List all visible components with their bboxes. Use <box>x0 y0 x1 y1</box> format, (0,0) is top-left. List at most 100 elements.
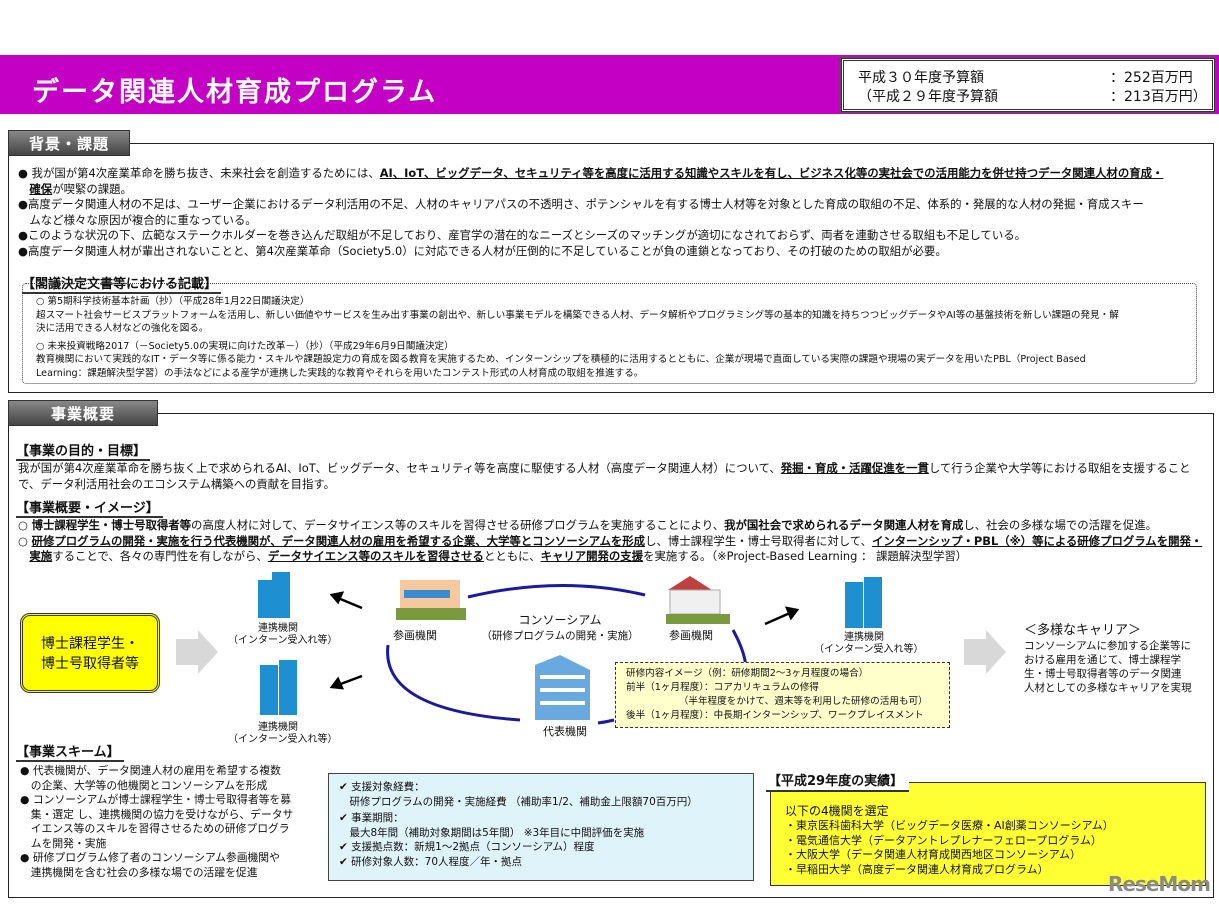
support-line: ✔ 支援拠点数：新規1～2拠点（コンソーシアム）程度 <box>339 841 595 853</box>
bullet-line: ●高度データ関連人材の不足は、ユーザー企業におけるデータ利活用の不足、人材のキャ… <box>18 197 1163 213</box>
budget-value: ：213百万円） <box>1110 89 1207 105</box>
cabinet-line: Learning：課題解決型学習）の手法などによる産学が連携した実践的な教育やそ… <box>36 367 644 379</box>
result-item: ・大阪大学（データ関連人材育成関西地区コンソーシアム） <box>785 848 1082 861</box>
partner-label: 連携機関（インターン受入れ等） <box>814 632 924 655</box>
bullet-line: ●このような状況の下、広範なステークホルダーを巻き込んだ取組が不足しており、産官… <box>18 228 1163 244</box>
result-item: ・東京医科歯科大学（ビッグデータ医療・AI創薬コンソーシアム） <box>785 819 1114 832</box>
background-bullets: ● 我が国が第4次産業革命を勝ち抜き、未来社会を創造するためには、AI、IoT、… <box>18 166 1163 259</box>
support-line: ✔ 事業期間： <box>339 812 404 824</box>
scheme-heading: 【事業スキーム】 <box>16 741 124 762</box>
text-segment: ●高度データ関連人材の不足は、ユーザー企業におけるデータ利活用の不足、人材のキャ… <box>18 197 1144 211</box>
support-line: 研修プログラムの開発・実施経費 （補助率1/2、補助金上限額70百万円） <box>339 795 698 808</box>
text-segment: し、博士課程学生・博士号取得者に対して、 <box>645 533 872 548</box>
scheme-line: ● コンソーシアムが博士課程学生・博士号取得者等を募 <box>20 793 292 806</box>
text-segment: の高度人材に対して、データサイエンス等のスキルを習得させる研修プログラムを実施す… <box>191 518 725 532</box>
partner-label: 連携機関（インターン受入れ等） <box>228 722 338 745</box>
bullet-line: 確保が喫緊の課題。 <box>18 182 1163 198</box>
emphasis-text: キャリア開発の支援 <box>540 549 644 563</box>
training-note: 研修内容イメージ（例：研修期間2～3ヶ月程度の場合） 前半（1ヶ月程度）：コアカ… <box>615 662 950 728</box>
image-text: ○ 博士課程学生・博士号取得者等の高度人材に対して、データサイエンス等のスキルを… <box>18 518 1202 565</box>
office-building-icon <box>535 655 590 720</box>
purpose-line: 我が国が第4次産業革命を勝ち抜く上で求められるAI、IoT、ビッグデータ、セキュ… <box>18 461 1191 477</box>
text-segment: を実施する。（※Project-Based Learning ： 課題解決型学習… <box>643 549 968 563</box>
support-line: ✔ 研修対象人数：70人程度／年・拠点 <box>339 855 522 868</box>
budget-label: （平成２９年度予算額 <box>858 89 998 105</box>
image-heading: 【事業概要・イメージ】 <box>16 497 163 518</box>
cabinet-line: 超スマート社会サービスプラットフォームを活用し、新しい価値やサービスを生み出す事… <box>36 309 1119 321</box>
budget-row: （平成２９年度予算額 ：213百万円） <box>858 88 1212 107</box>
results-lead: 以下の4機関を選定 <box>785 804 889 818</box>
note-line: 研修内容イメージ（例：研修期間2～3ヶ月程度の場合） <box>626 668 869 679</box>
support-line: 最大8年間（補助対象期間は5年間） ※3年目に中間評価を実施 <box>339 826 645 839</box>
university-building-icon <box>666 576 730 624</box>
bullet-line: ● 我が国が第4次産業革命を勝ち抜き、未来社会を創造するためには、AI、IoT、… <box>18 166 1163 182</box>
consortium-ring <box>467 584 646 599</box>
school-building-icon <box>396 580 466 620</box>
career-line: 人材としての多様なキャリアを実現 <box>1024 682 1192 694</box>
purpose-line: で、データ利活用社会のエコシステム構築への貢献を目指す。 <box>18 477 1191 493</box>
arrow-icon <box>337 674 363 687</box>
participant-label: 参画機関 <box>669 629 713 642</box>
results-box: 以下の4機関を選定 ・東京医科歯科大学（ビッグデータ医療・AI創薬コンソーシアム… <box>770 782 1206 886</box>
text-segment: して行う企業や大学等における取組を支援すること <box>928 461 1191 475</box>
partner-building-icon <box>260 660 297 715</box>
purpose-heading: 【事業の目的・目標】 <box>16 440 151 461</box>
text-segment: することで、各々の専門性を有しながら、 <box>52 549 268 563</box>
emphasis-text: AI、IoT、ビッグデータ、セキュリティ等を高度に活用する知識やスキルを有し、ビ… <box>379 166 1164 180</box>
budget-label: 平成３０年度予算額 <box>858 70 984 86</box>
cabinet-text: ○ 第5期科学技術基本計画（抄）（平成28年1月22日閣議決定） 超スマート社会… <box>36 295 1119 380</box>
text-segment: で、データ利活用社会のエコシステム構築への貢献を目指す。 <box>18 476 336 491</box>
background-tab: 背景・課題 <box>8 130 130 156</box>
scheme-line: 連携機関を含む社会の多様な場での活躍を促進 <box>20 865 258 879</box>
participant-label: 参画機関 <box>393 629 437 642</box>
overview-tab: 事業概要 <box>8 400 158 426</box>
gray-arrow-icon <box>176 630 218 674</box>
consortium-ring <box>597 718 615 725</box>
representative-label: 代表機関 <box>543 725 587 738</box>
watermark-logo: ReseMom <box>1108 872 1211 896</box>
partner-building-icon <box>258 572 290 618</box>
text-segment: ○ <box>18 533 32 548</box>
result-item: ・早稲田大学（高度データ関連人材育成プログラム） <box>785 862 1049 876</box>
text-segment: が喫緊の課題。 <box>52 181 132 196</box>
text-segment: ●高度データ関連人材が輩出されないことと、第4次産業革命（Society5.0）… <box>18 243 947 258</box>
text-segment: 我が国が第4次産業革命を勝ち抜く上で求められるAI、IoT、ビッグデータ、セキュ… <box>18 461 781 475</box>
note-line: 前半（1ヶ月程度）：コアカリキュラムの修得 <box>626 682 819 693</box>
emphasis-text: 実施 <box>29 549 53 563</box>
career-box: ＜多様なキャリア＞ コンソーシアムに参加する企業等に おける雇用を通じて、博士課… <box>1024 622 1192 695</box>
budget-box: 平成３０年度予算額：252百万円 （平成２９年度予算額：213百万円） <box>840 57 1216 113</box>
scheme-line: ● 研修プログラム修了者のコンソーシアム参画機関や <box>20 851 280 864</box>
text-segment: ●このような状況の下、広範なステークホルダーを巻き込んだ取組が不足しており、産官… <box>18 228 1026 242</box>
gray-arrow-icon <box>964 630 1006 674</box>
scheme-line: ● 代表機関が、データ関連人材の雇用を希望する複数 <box>20 764 281 777</box>
arrow-icon <box>764 611 791 626</box>
career-line: 生・博士号取得者等のデータ関連 <box>1024 668 1182 680</box>
text-segment: ムなど様々な原因が複合的に重なっている。 <box>18 212 257 227</box>
target-box: 博士課程学生・ 博士号取得者等 <box>20 613 160 693</box>
bullet-line: ●高度データ関連人材が輩出されないことと、第4次産業革命（Society5.0）… <box>18 244 1163 260</box>
overview-section <box>8 413 1214 898</box>
consortium-ring <box>386 644 521 722</box>
scheme-list: ● 代表機関が、データ関連人材の雇用を希望する複数 の企業、大学等の他機関とコン… <box>20 764 293 880</box>
cabinet-line: ○ 未来投資戦略2017（－Society5.0の実現に向けた改革－）（抄）（平… <box>36 340 454 352</box>
text-segment: し、社会の多様な場での活躍を促進。 <box>963 518 1158 532</box>
consortium-label: コンソーシアム（研修プログラムの開発・実施） <box>481 613 639 642</box>
text-segment: 我が国社会で求められるデータ関連人材を育成 <box>724 518 964 532</box>
cabinet-line: 教育機関において実践的なIT・データ等に係る能力・スキルや課題設定力の育成を図る… <box>36 354 1086 365</box>
emphasis-text: 研修プログラムの開発・実施を行う代表機関が、データ関連人材の雇用を希望する企業、… <box>31 533 646 548</box>
cabinet-line: 決に活用できる人材などの強化を図る。 <box>36 323 209 334</box>
emphasis-text: 発掘・育成・活躍促進を一貫 <box>780 461 929 475</box>
scheme-line: ムを開発・実施 <box>20 836 107 850</box>
note-line: 後半（1ヶ月程度）：中長期インターンシップ、ワークプレイスメント <box>626 710 924 721</box>
consortium-diagram <box>258 572 882 725</box>
text-segment: 博士課程学生・博士号取得者等 <box>31 518 192 532</box>
results-heading: 【平成29年度の実績】 <box>766 770 910 792</box>
page-title: データ関連人材育成プログラム <box>32 77 438 108</box>
emphasis-text: 確保 <box>29 181 53 196</box>
text-segment: ○ <box>18 518 32 532</box>
bullet-line: ムなど様々な原因が複合的に重なっている。 <box>18 213 1163 229</box>
text-segment <box>18 182 29 196</box>
cabinet-heading: 【閣議決定文書等における記載】 <box>22 273 222 294</box>
cabinet-line: ○ 第5期科学技術基本計画（抄）（平成28年1月22日閣議決定） <box>36 296 310 307</box>
emphasis-text: データサイエンス等のスキルを習得させる <box>267 549 484 563</box>
